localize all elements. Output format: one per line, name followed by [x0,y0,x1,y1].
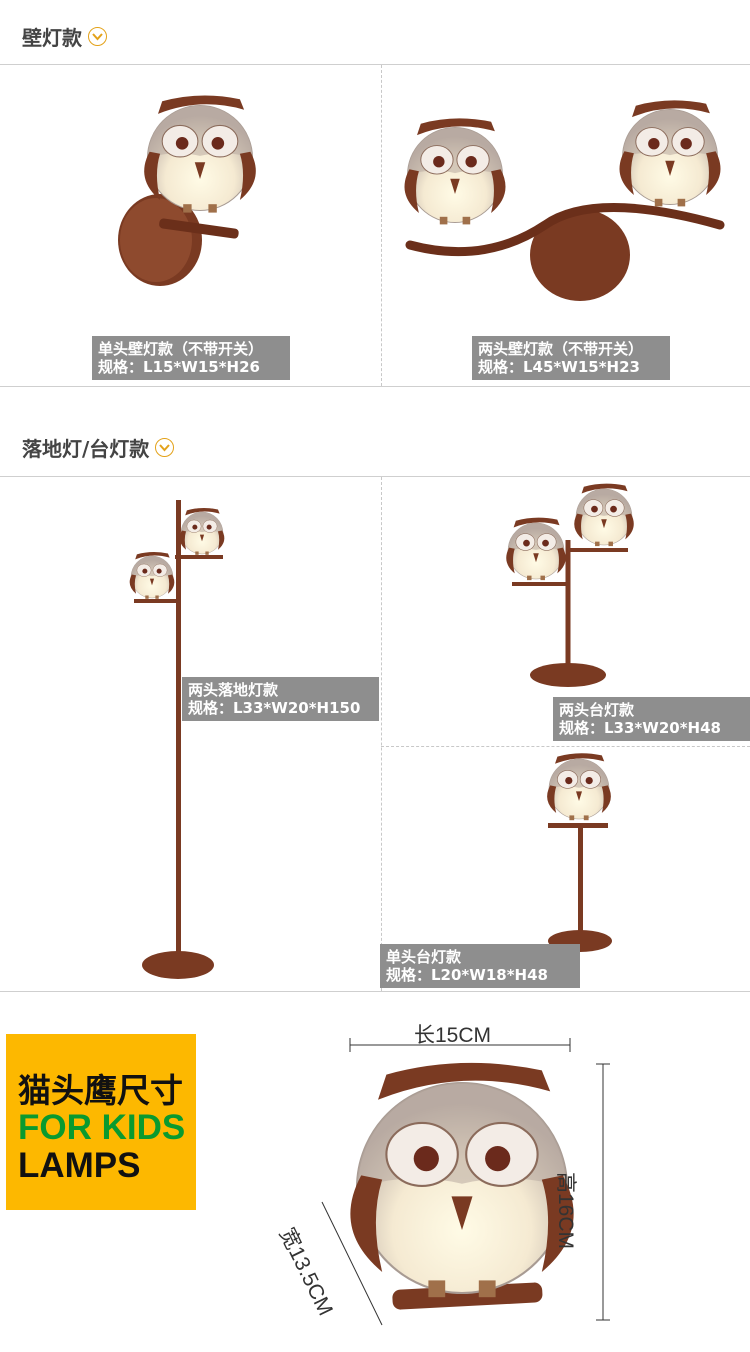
wall-single-lamp-image [118,94,257,286]
banner-subtitle: FOR KIDS [18,1108,186,1147]
product-spec: 规格：L45*W15*H23 [478,358,640,376]
wall-double-lamp-image [404,99,725,301]
banner-title: 猫头鹰尺寸 [18,1071,183,1110]
floor-double-label: 两头落地灯款 规格：L33*W20*H150 [182,677,379,721]
floor-double-lamp-image [129,500,225,979]
product-spec: 规格：L33*W20*H48 [559,719,721,737]
section-title-floor: 落地灯/台灯款 [22,433,175,462]
product-name: 两头落地灯款 [188,681,279,699]
table-single-label: 单头台灯款 规格：L20*W18*H48 [380,944,580,988]
product-name: 两头壁灯款（不带开关） [478,340,644,358]
wall-double-label: 两头壁灯款（不带开关） 规格：L45*W15*H23 [472,336,670,380]
dimension-length: 长15CM [414,1024,492,1047]
divider [381,477,382,991]
section-title-wall: 壁灯款 [22,22,107,51]
product-name: 单头台灯款 [386,948,462,966]
table-single-lamp-image [546,752,612,952]
owl-size-image [349,1061,575,1310]
product-spec: 规格：L15*W15*H26 [98,358,260,376]
section-title-text: 落地灯/台灯款 [22,437,150,461]
product-spec: 规格：L33*W20*H150 [188,699,361,717]
divider [381,746,750,747]
dimension-lines [321,1038,610,1326]
dimension-height: 高16CM [554,1172,577,1250]
chevron-down-icon [155,438,175,457]
divider [381,65,382,386]
banner-subtitle: LAMPS [18,1146,141,1185]
table-double-lamp-image [505,483,635,687]
section-title-text: 壁灯款 [22,26,82,50]
chevron-down-icon [88,27,107,46]
product-name: 单头壁灯款（不带开关） [98,340,264,358]
size-banner: 猫头鹰尺寸 FOR KIDS LAMPS [6,1034,196,1210]
product-spec: 规格：L20*W18*H48 [386,966,548,984]
table-double-label: 两头台灯款 规格：L33*W20*H48 [553,697,750,741]
wall-single-label: 单头壁灯款（不带开关） 规格：L15*W15*H26 [92,336,290,380]
product-name: 两头台灯款 [559,701,635,719]
